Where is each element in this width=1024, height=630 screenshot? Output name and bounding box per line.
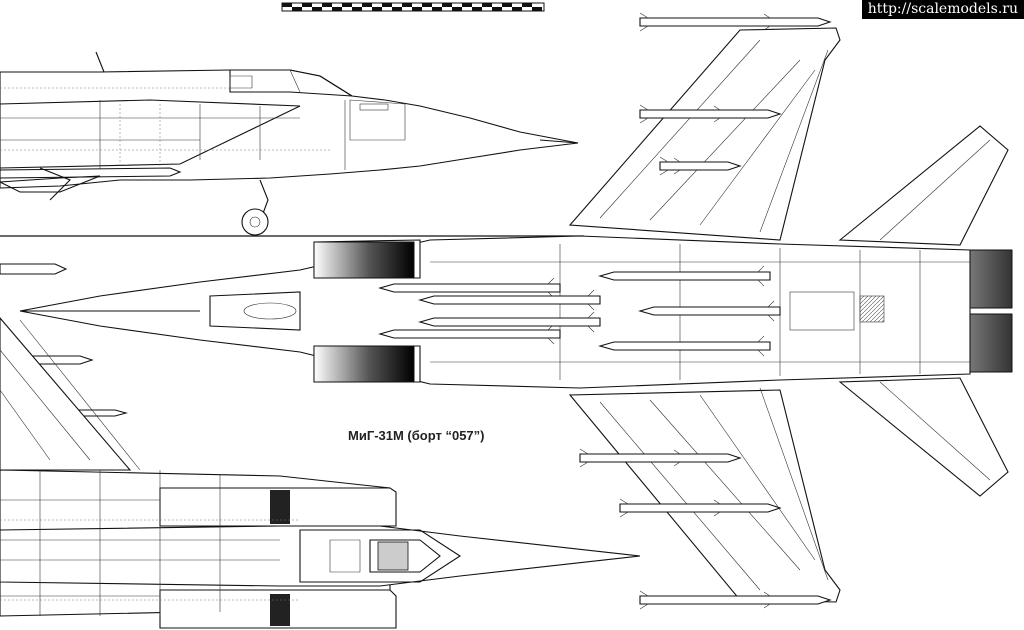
scale-bar [281,2,545,12]
belly-missile [597,265,771,287]
top-view [19,27,1013,603]
belly-missile [637,300,781,322]
wing-missiles [579,12,832,610]
missile-wing-lower-1 [579,448,742,468]
belly-missile [597,335,771,357]
missile-left-mid [0,263,68,275]
missile-wing-upper-1 [639,104,782,124]
missile-wingtip-upper [639,12,832,32]
belly-missile [377,277,561,299]
missile-wing-lower-2 [619,498,782,518]
watermark-link[interactable]: http://scalemodels.ru [861,0,1024,19]
belly-missile [417,311,601,333]
side-view [0,51,584,237]
aircraft-caption: МиГ-31М (борт “057”) [348,428,485,443]
belly-missile [377,323,561,345]
missile-wingtip-lower [639,590,832,610]
lower-side-view [0,317,641,629]
missile-wing-upper-2 [659,156,742,176]
belly-missile [417,289,601,311]
